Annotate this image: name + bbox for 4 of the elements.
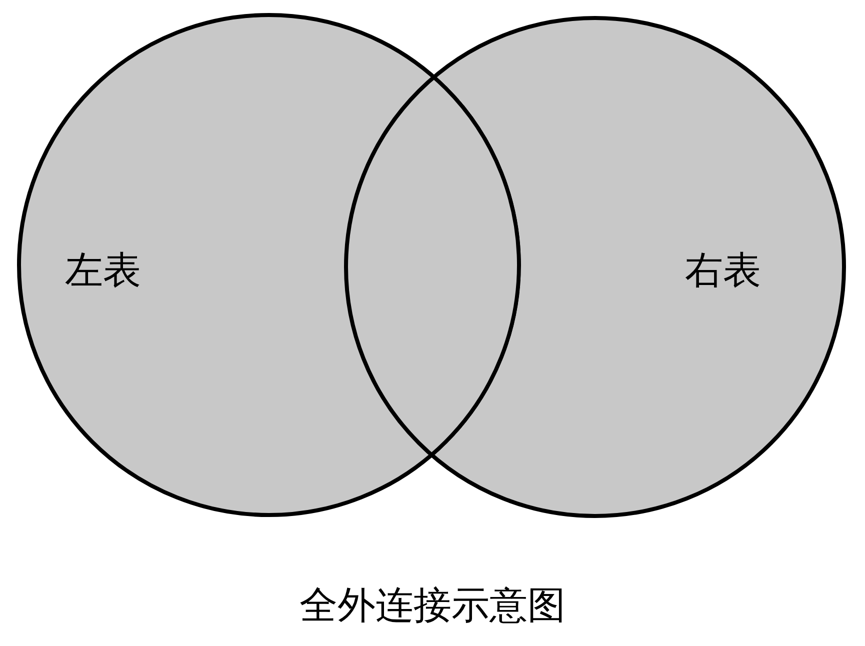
set-label: 右表 [685,247,761,294]
set-label: 左表 [65,247,141,294]
caption: 全外连接示意图 [300,583,566,627]
set-circle [344,16,846,518]
